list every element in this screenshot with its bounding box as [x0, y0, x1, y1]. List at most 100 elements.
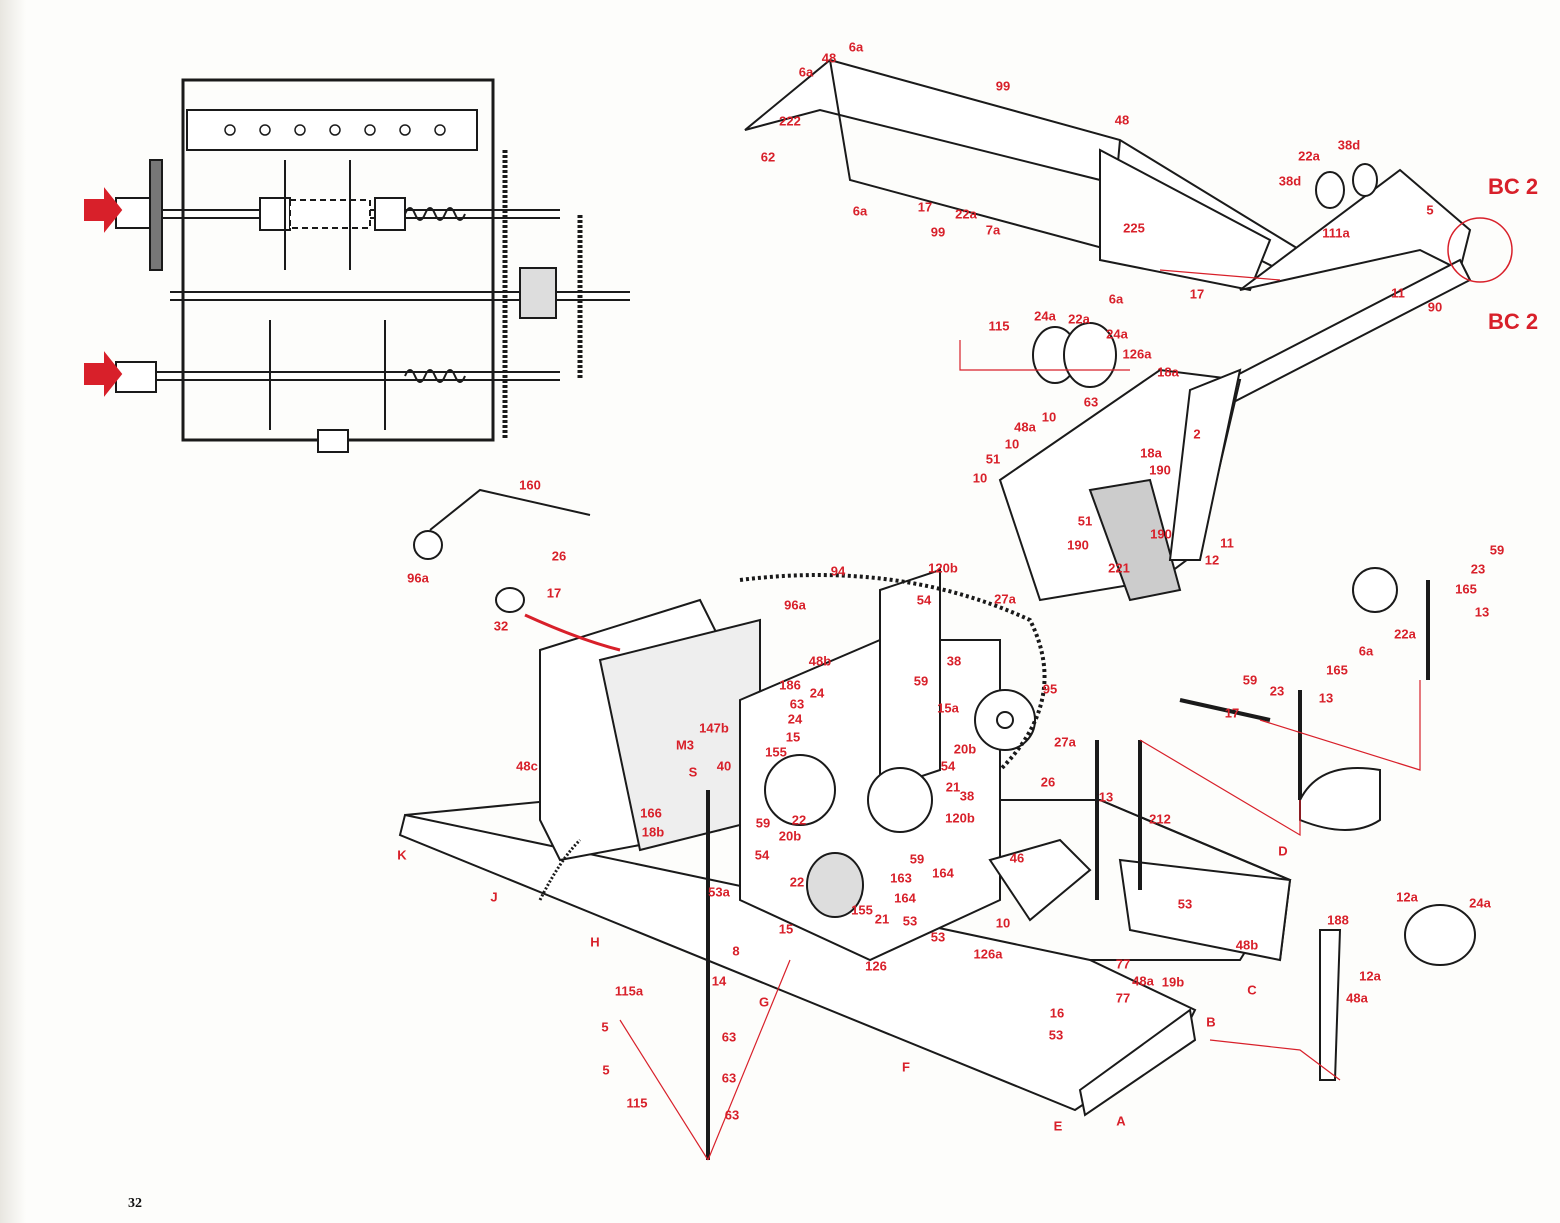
part-label: 96a [407, 570, 429, 586]
part-label: 46 [1009, 850, 1025, 866]
part-label: 12a [1396, 889, 1418, 905]
part-label: 99 [930, 224, 946, 240]
part-label: 22a [1068, 311, 1090, 327]
part-label: K [397, 847, 407, 863]
part-label: 188 [1327, 912, 1349, 928]
part-label: 163 [890, 870, 912, 886]
part-label: 59 [913, 673, 929, 689]
part-label: 190 [1149, 462, 1171, 478]
part-label: 212 [1149, 811, 1171, 827]
part-label: 13 [1474, 604, 1490, 620]
part-label: 225 [1123, 220, 1145, 236]
part-label: 120b [945, 810, 975, 826]
part-label: 63 [1083, 394, 1099, 410]
part-label: 23 [1470, 561, 1486, 577]
part-label: 54 [754, 847, 770, 863]
part-label: 48a [1346, 990, 1368, 1006]
part-label: 17 [546, 585, 562, 601]
part-label: 10 [972, 470, 988, 486]
part-label: 10 [1004, 436, 1020, 452]
part-label: 27a [1054, 734, 1076, 750]
drive-arrow-icon [84, 351, 123, 397]
part-label: 23 [1269, 683, 1285, 699]
part-label: 11 [1220, 535, 1234, 551]
part-label: 166 [640, 805, 662, 821]
part-label: 16 [1049, 1005, 1065, 1021]
part-label: 11 [1391, 285, 1405, 301]
part-label: 24 [787, 711, 803, 727]
part-label: 62 [760, 149, 776, 165]
part-label: 53a [708, 884, 730, 900]
part-label: B [1206, 1014, 1216, 1030]
part-label: A [1116, 1113, 1126, 1129]
bucket-assembly [998, 322, 1242, 602]
part-label: 22a [955, 206, 977, 222]
part-label: 6a [848, 39, 864, 55]
part-label: 115 [988, 318, 1010, 334]
part-label: BC 2 [1487, 174, 1539, 199]
part-label: 222 [779, 113, 801, 129]
part-label: 6a [798, 64, 814, 80]
part-label: 63 [721, 1070, 737, 1086]
part-label: 24a [1034, 308, 1056, 324]
part-label: 6a [1358, 643, 1374, 659]
part-label: 126a [1122, 346, 1152, 362]
part-label: 24a [1106, 326, 1128, 342]
part-label: 115a [614, 983, 644, 999]
page-binding-shadow [0, 0, 26, 1223]
part-label: 18a [1140, 445, 1162, 461]
part-label: 126a [973, 946, 1003, 962]
part-label: J [490, 889, 498, 905]
part-label: 12a [1359, 968, 1381, 984]
part-label: 165 [1326, 662, 1348, 678]
part-label: 164 [894, 890, 916, 906]
part-label: 32 [493, 618, 509, 634]
part-label: 10 [995, 915, 1011, 931]
part-label: 5 [601, 1019, 609, 1035]
part-label: 10 [1041, 409, 1057, 425]
part-label: 99 [995, 78, 1011, 94]
part-label: 15a [937, 700, 959, 716]
part-label: 20b [953, 741, 977, 757]
part-label: 126 [865, 958, 887, 974]
part-label: 221 [1108, 560, 1130, 576]
part-label: C [1247, 982, 1257, 998]
part-label: 27a [994, 591, 1016, 607]
part-label: 186 [779, 677, 801, 693]
part-label: 111a [1322, 225, 1350, 241]
part-label: 15 [785, 729, 801, 745]
part-label: 190 [1067, 537, 1089, 553]
part-label: 7a [985, 222, 1001, 238]
part-label: 96a [784, 597, 806, 613]
drive-arrow-icon [84, 187, 123, 233]
part-label: 53 [902, 913, 918, 929]
part-label: M3 [675, 737, 695, 753]
part-label: 6a [852, 203, 868, 219]
part-label: 22 [791, 812, 807, 828]
part-label: 38 [946, 653, 962, 669]
part-label: 38d [1278, 173, 1302, 189]
part-label: 24 [809, 685, 825, 701]
part-label: 155 [851, 902, 873, 918]
part-label: 77 [1115, 990, 1131, 1006]
part-label: 53 [1048, 1027, 1064, 1043]
part-label: 115 [626, 1095, 648, 1111]
part-label: 5 [1426, 202, 1434, 218]
part-label: 48 [1114, 112, 1130, 128]
part-label: 53 [930, 929, 946, 945]
part-label: 77 [1115, 956, 1131, 972]
part-label: 20b [778, 828, 802, 844]
part-label: 63 [789, 696, 805, 712]
part-label: 48 [821, 50, 837, 66]
part-label: 48a [1014, 419, 1036, 435]
part-label: 54 [940, 758, 956, 774]
part-label: 94 [830, 563, 846, 579]
part-label: 59 [755, 815, 771, 831]
part-label: 48b [1235, 937, 1259, 953]
part-label: H [590, 934, 600, 950]
page-number: 32 [128, 1196, 142, 1211]
part-label: 59 [909, 851, 925, 867]
part-label: 18b [641, 824, 665, 840]
